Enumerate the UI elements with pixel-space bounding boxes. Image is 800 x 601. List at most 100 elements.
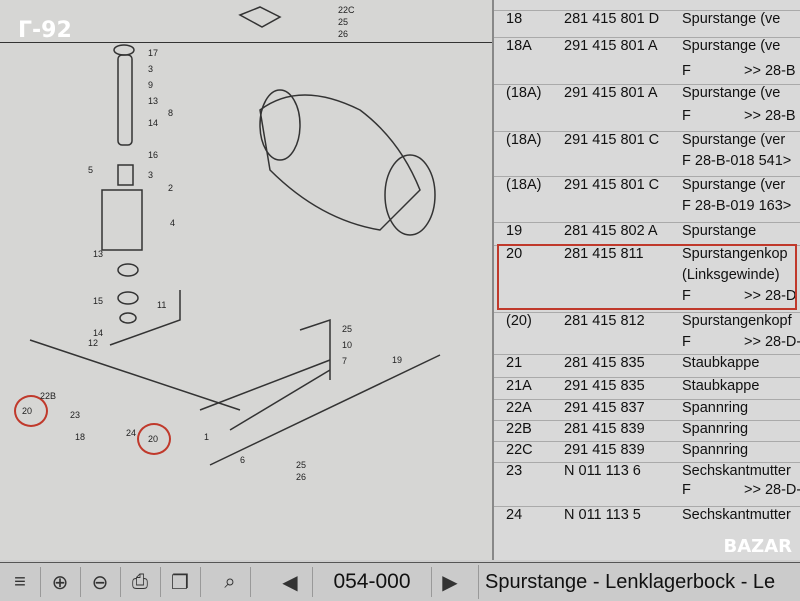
part-number-cell: 291 415 801 A [564, 38, 658, 54]
part-number-cell: 291 415 801 C [564, 132, 660, 148]
description-cell: Spurstangenkop [682, 246, 788, 262]
table-row[interactable]: 18 281 415 801 D Spurstange (ve [494, 10, 800, 33]
divider [0, 42, 492, 43]
callout-label[interactable]: 23 [70, 410, 81, 420]
description-cell: Spurstangenkopf [682, 313, 792, 329]
watermark: BAZAR [723, 536, 793, 557]
zoom-out-icon[interactable]: ⊖ [80, 567, 121, 597]
part-number-cell: 281 415 812 [564, 313, 645, 329]
part-number-cell: 291 415 839 [564, 442, 645, 458]
callout-label[interactable]: 14 [148, 118, 159, 128]
position-cell: 20 [506, 246, 523, 262]
position-cell: 22A [506, 400, 532, 416]
callout-label[interactable]: 25 [296, 460, 307, 470]
callout-label[interactable]: 8 [168, 108, 174, 118]
callout-label[interactable]: 22B [40, 391, 57, 401]
prev-page-icon[interactable]: ◀ [282, 571, 298, 594]
table-row[interactable]: F 28-B-018 541> [494, 153, 800, 175]
callout-label[interactable]: 3 [148, 170, 154, 180]
next-page-icon[interactable]: ▶ [442, 571, 458, 594]
callout-label[interactable]: 3 [148, 64, 154, 74]
callout-label[interactable]: 26 [296, 472, 307, 482]
table-row[interactable]: F >> 28-B [494, 63, 800, 85]
copy-icon[interactable]: ❐ [160, 567, 201, 597]
callout-label[interactable]: 13 [93, 249, 104, 259]
description-cell: F [682, 334, 691, 350]
zoom-in-icon[interactable]: ⊕ [40, 567, 81, 597]
callout-label[interactable]: 4 [170, 218, 176, 228]
callout-label[interactable]: 24 [126, 428, 137, 438]
range-cell: >> 28-B [744, 108, 796, 124]
callout-label[interactable]: 25 [342, 324, 353, 334]
position-cell: (18A) [506, 85, 542, 101]
position-cell: 18A [506, 38, 532, 54]
highlight-circle [14, 395, 48, 427]
callout-label[interactable]: 6 [240, 455, 246, 465]
callout-label[interactable]: 22C [338, 5, 355, 15]
position-cell: (18A) [506, 177, 542, 193]
callout-label[interactable]: 14 [93, 328, 104, 338]
callout-label[interactable]: 15 [93, 296, 104, 306]
callout-label[interactable]: 13 [148, 96, 159, 106]
description-cell: F [682, 108, 691, 124]
callout-label[interactable]: 2 [168, 183, 174, 193]
selected-row-highlight [497, 244, 797, 310]
description-cell: Spurstange (ve [682, 85, 781, 101]
callout-label[interactable]: 1 [204, 432, 210, 442]
search-icon[interactable]: ⌕ [210, 567, 251, 597]
position-cell: 21 [506, 355, 523, 371]
position-cell: 19 [506, 223, 523, 239]
range-cell: >> 28-D [744, 288, 797, 304]
part-number-cell: 281 415 835 [564, 355, 645, 371]
table-row[interactable]: F>> 28-D-0 [494, 482, 800, 504]
position-cell: 23 [506, 463, 523, 479]
callout-label[interactable]: 20 [22, 406, 33, 416]
table-row[interactable]: 20 281 415 811 Spurstangenkop [494, 245, 800, 268]
table-row[interactable]: F>> 28-D [494, 288, 800, 310]
callout-label[interactable]: 25 [338, 17, 349, 27]
description-cell: F [682, 63, 691, 79]
table-row[interactable]: F>> 28-D- [494, 334, 800, 356]
description-cell: F 28-B-018 541> [682, 153, 792, 169]
callout-label[interactable]: 7 [342, 356, 348, 366]
callout-label[interactable]: 9 [148, 80, 154, 90]
part-number-cell: 281 415 811 [564, 246, 644, 262]
part-number-cell: 291 415 801 C [564, 177, 660, 193]
part-number-cell: 281 415 801 D [564, 11, 660, 27]
callout-label[interactable]: 26 [338, 29, 349, 39]
table-row[interactable]: F >> 28-B [494, 108, 800, 130]
callout-label[interactable]: 19 [392, 355, 403, 365]
callout-label[interactable]: 11 [157, 300, 167, 310]
range-cell: >> 28-B [744, 63, 796, 79]
table-row[interactable]: F 28-B-019 163> [494, 198, 800, 220]
position-cell: 18 [506, 11, 523, 27]
print-icon[interactable]: ⎙ [120, 567, 161, 597]
parts-table[interactable]: 18 281 415 801 D Spurstange (ve 18A 291 415 … [492, 0, 800, 560]
callout-label[interactable]: 17 [148, 48, 159, 58]
callout-label[interactable]: 16 [148, 150, 159, 160]
description-cell: (Linksgewinde) [682, 267, 780, 283]
menu-icon[interactable]: ≡ [0, 567, 41, 597]
callout-label[interactable]: 5 [88, 165, 94, 175]
callout-label[interactable]: 12 [88, 338, 99, 348]
description-cell: Spannring [682, 421, 749, 437]
callout-label[interactable]: 20 [148, 434, 159, 444]
page-number-field[interactable]: 054-000 [312, 567, 432, 597]
table-row[interactable]: (Linksgewinde) [494, 267, 800, 289]
callout-label[interactable]: 18 [75, 432, 86, 442]
callout-label[interactable]: 10 [342, 340, 353, 350]
description-cell: Spurstange (ve [682, 11, 781, 27]
